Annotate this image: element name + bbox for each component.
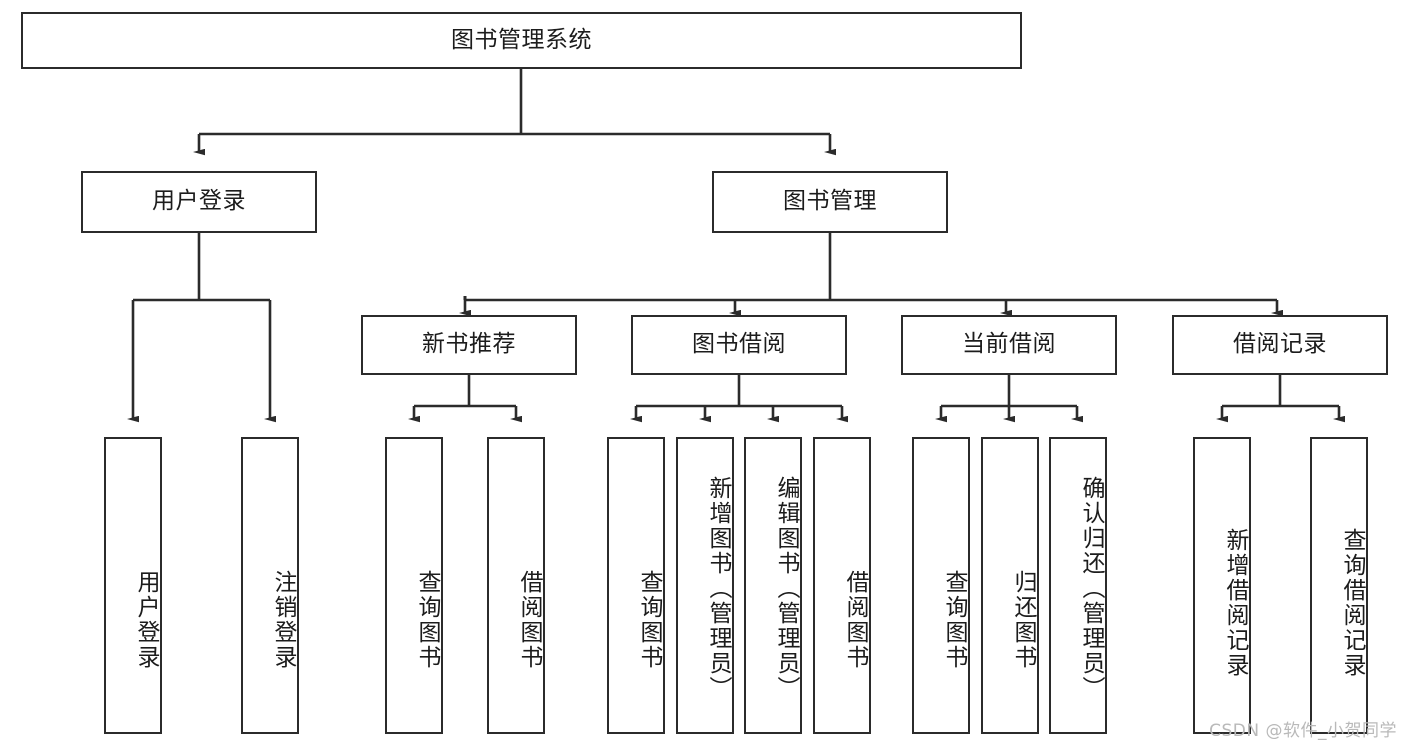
node-leaf-user-login-label: 用户登录 [133,569,159,670]
node-user-login[interactable]: 用户登录 [81,171,317,233]
node-leaf-query-book-2[interactable]: 查询图书 [607,437,665,734]
node-leaf-return-book-label: 归还图书 [1010,569,1036,670]
node-root-label: 图书管理系统 [451,26,592,53]
node-leaf-user-logout[interactable]: 注销登录 [241,437,299,734]
node-new-book-recommend-label: 新书推荐 [422,331,516,358]
node-leaf-borrow-book-1-label: 借阅图书 [516,569,542,670]
node-leaf-borrow-book-2-label: 借阅图书 [842,569,868,670]
node-leaf-user-logout-label: 注销登录 [270,569,296,670]
node-user-login-label: 用户登录 [152,188,246,215]
node-book-borrow[interactable]: 图书借阅 [631,315,847,375]
node-book-borrow-label: 图书借阅 [692,331,786,358]
node-root[interactable]: 图书管理系统 [21,12,1022,69]
node-leaf-edit-book-label: 编辑图书（管理员） [773,476,799,701]
node-leaf-query-book-2-label: 查询图书 [636,569,662,670]
node-leaf-add-record-label: 新增借阅记录 [1222,527,1248,678]
node-leaf-borrow-book-1[interactable]: 借阅图书 [487,437,545,734]
node-leaf-query-book-3-label: 查询图书 [941,569,967,670]
node-leaf-confirm-return[interactable]: 确认归还（管理员） [1049,437,1107,734]
node-leaf-query-record[interactable]: 查询借阅记录 [1310,437,1368,734]
node-leaf-query-book-3[interactable]: 查询图书 [912,437,970,734]
node-leaf-borrow-book-2[interactable]: 借阅图书 [813,437,871,734]
node-leaf-query-book-1-label: 查询图书 [414,569,440,670]
node-leaf-add-book[interactable]: 新增图书（管理员） [676,437,734,734]
node-leaf-add-book-label: 新增图书（管理员） [705,476,731,701]
node-leaf-confirm-return-label: 确认归还（管理员） [1078,476,1104,701]
watermark: CSDN @软件_小贺同学 [1209,721,1397,741]
node-borrow-record[interactable]: 借阅记录 [1172,315,1388,375]
node-leaf-query-book-1[interactable]: 查询图书 [385,437,443,734]
node-borrow-record-label: 借阅记录 [1233,331,1327,358]
node-book-manage[interactable]: 图书管理 [712,171,948,233]
node-new-book-recommend[interactable]: 新书推荐 [361,315,577,375]
node-leaf-add-record[interactable]: 新增借阅记录 [1193,437,1251,734]
node-current-borrow[interactable]: 当前借阅 [901,315,1117,375]
node-leaf-user-login[interactable]: 用户登录 [104,437,162,734]
node-leaf-return-book[interactable]: 归还图书 [981,437,1039,734]
node-leaf-edit-book[interactable]: 编辑图书（管理员） [744,437,802,734]
node-current-borrow-label: 当前借阅 [962,331,1056,358]
node-leaf-query-record-label: 查询借阅记录 [1339,527,1365,678]
node-book-manage-label: 图书管理 [783,188,877,215]
